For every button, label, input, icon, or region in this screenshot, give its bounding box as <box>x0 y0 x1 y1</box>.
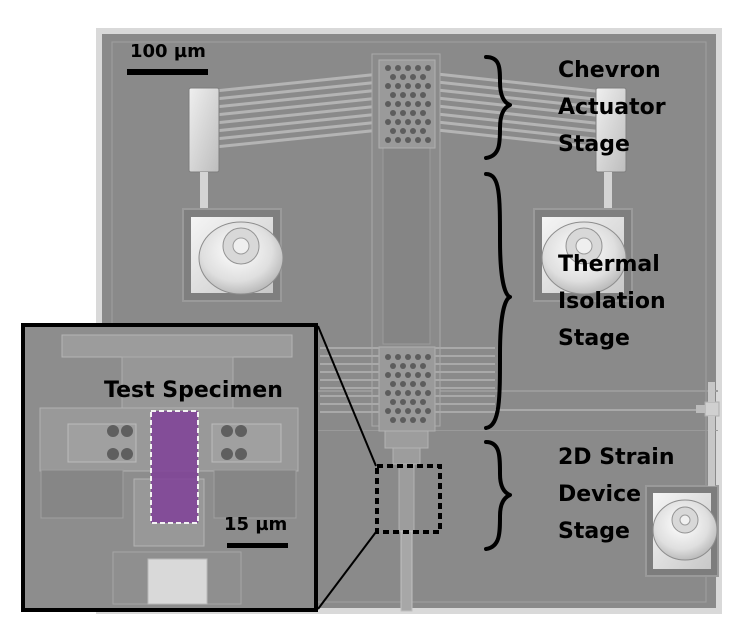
strain-stage-label-line1: 2D Strain <box>558 445 675 470</box>
right-connector <box>696 382 720 486</box>
inset-panel <box>21 323 318 612</box>
chevron-actuator-beams <box>204 72 605 150</box>
zoom-selection-box <box>375 464 442 534</box>
stage-brackets <box>484 55 512 551</box>
thermal-stage-label-line3: Stage <box>558 326 630 351</box>
chevron-pads <box>188 87 627 210</box>
scale-bars <box>127 69 288 548</box>
strain-stage-label-line3: Stage <box>558 519 630 544</box>
main-scale-label: 100 µm <box>130 41 206 62</box>
top-perforations <box>385 65 431 143</box>
chevron-stage-label-line1: Chevron <box>558 58 661 83</box>
bottom-perforations <box>385 354 431 423</box>
inset-scale-label: 15 µm <box>224 514 288 535</box>
bond-pads <box>182 208 719 577</box>
thermal-stage-label-line2: Isolation <box>558 289 666 314</box>
side-springs <box>320 347 699 413</box>
chevron-stage-label-line3: Stage <box>558 132 630 157</box>
zoom-callout-lines <box>317 325 377 610</box>
strain-stage-label-line2: Device <box>558 482 642 507</box>
test-specimen-label: Test Specimen <box>104 378 283 403</box>
chevron-stage-label-line2: Actuator <box>558 95 666 120</box>
thermal-stage-label-line1: Thermal <box>558 252 660 277</box>
center-shaft <box>371 53 441 612</box>
